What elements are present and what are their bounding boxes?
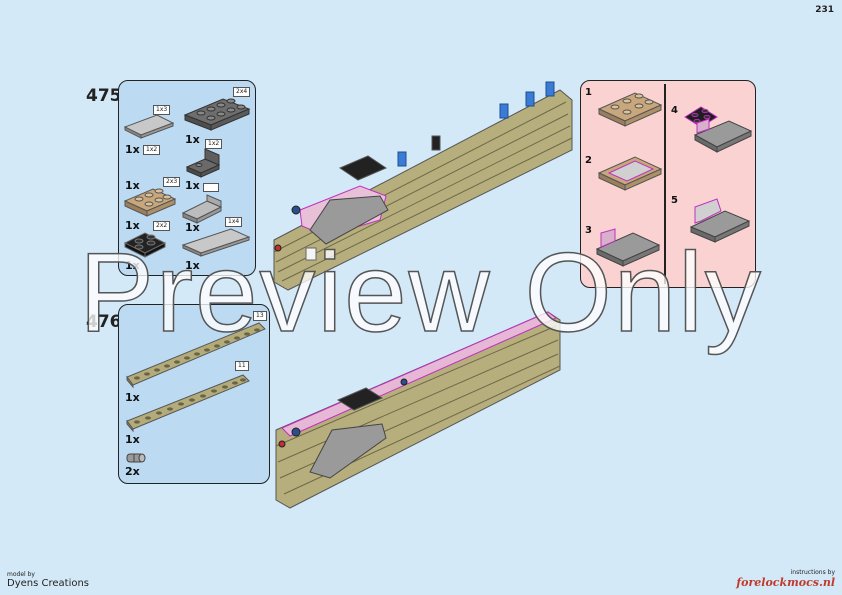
model-by-name: Dyens Creations xyxy=(7,578,90,589)
beam-13-tan-icon xyxy=(126,322,266,389)
part-qty: 1x xyxy=(125,433,140,446)
slope-gray-icon xyxy=(181,194,223,224)
part-qty: 1x xyxy=(185,221,200,234)
part-qty: 1x xyxy=(125,143,140,156)
size-tag: 2x4 xyxy=(233,87,251,97)
model-by-label: model by xyxy=(7,571,35,578)
assembly-step-476 xyxy=(275,311,561,509)
callout-step-3-icon xyxy=(595,228,661,267)
size-tag: 1x2 xyxy=(143,145,161,155)
parts-list-step-475: 1x3 1x 1x2 1x 2x3 1x 2x2 1x 2x4 xyxy=(118,80,256,276)
size-tag: 2x3 xyxy=(163,177,181,187)
size-tag: 1x4 xyxy=(225,217,243,227)
tile-1x3-gray-icon xyxy=(123,114,175,139)
bracket-1x2-darkgray-icon xyxy=(185,148,221,178)
part-qty: 1x xyxy=(125,179,140,192)
model-credit: model by Dyens Creations xyxy=(7,571,89,589)
callout-step-1-plate-icon xyxy=(597,92,663,127)
beam-11-tan-icon xyxy=(126,374,250,433)
substep-number: 1 xyxy=(585,87,592,98)
part-qty: 1x xyxy=(125,391,140,404)
callout-step-5-icon xyxy=(689,198,751,243)
instructions-by-label: instructions by xyxy=(790,569,835,576)
page-number: 231 xyxy=(815,5,834,15)
part-qty: 2x xyxy=(125,465,140,478)
plate-2x2-black-icon xyxy=(123,232,167,258)
sub-assembly-callout: 1 2 3 4 5 xyxy=(580,80,756,288)
substep-number: 3 xyxy=(585,225,592,236)
assembly-step-475 xyxy=(273,81,573,291)
tile-1x4-gray-icon xyxy=(181,228,251,257)
substep-number: 2 xyxy=(585,155,592,166)
part-qty: 1x xyxy=(185,133,200,146)
step-number-476: 476 xyxy=(86,312,122,332)
callout-divider xyxy=(664,84,666,284)
part-qty: 1x xyxy=(125,259,140,272)
part-qty: 1x xyxy=(125,219,140,232)
size-tag xyxy=(203,183,219,192)
step-number-475: 475 xyxy=(86,86,122,106)
size-tag: 11 xyxy=(235,361,249,371)
instructions-credit: instructions by forelockmocs.nl xyxy=(736,569,835,589)
plate-2x3-tan-icon xyxy=(123,188,177,217)
callout-step-4-icon xyxy=(684,106,753,153)
instructions-by-brand: forelockmocs.nl xyxy=(736,576,835,589)
size-tag: 13 xyxy=(253,311,267,321)
substep-number: 4 xyxy=(671,105,678,116)
part-qty: 1x xyxy=(185,259,200,272)
plate-2x4-darkgray-icon xyxy=(183,98,251,131)
substep-number: 5 xyxy=(671,195,678,206)
size-tag: 1x2 xyxy=(205,139,223,149)
pin-gray-icon xyxy=(126,453,146,463)
callout-step-2-icon xyxy=(597,156,663,191)
size-tag: 2x2 xyxy=(153,221,171,231)
size-tag: 1x3 xyxy=(153,105,171,115)
part-qty: 1x xyxy=(185,179,200,192)
parts-list-step-476: 13 1x 11 1x 2x xyxy=(118,304,270,484)
